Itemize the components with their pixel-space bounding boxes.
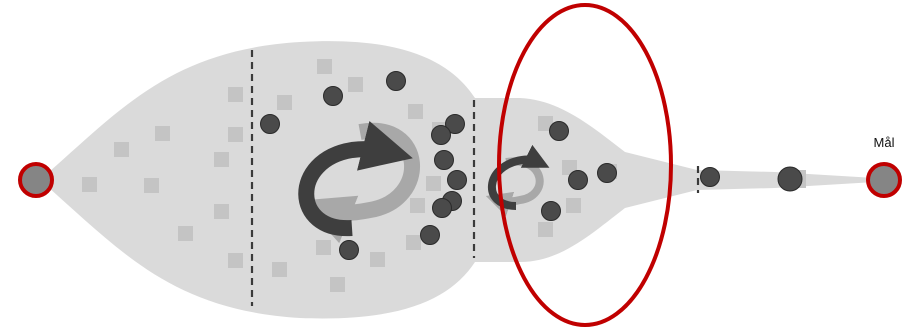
dot — [569, 171, 588, 190]
dot — [432, 126, 451, 145]
start-point — [20, 164, 52, 196]
dot — [324, 87, 343, 106]
dot — [421, 226, 440, 245]
dot — [550, 122, 569, 141]
goal-label: Mål — [866, 136, 902, 149]
dot — [778, 167, 802, 191]
dot — [542, 202, 561, 221]
dot — [261, 115, 280, 134]
dot — [340, 241, 359, 260]
dot — [435, 151, 454, 170]
dot — [433, 199, 452, 218]
dot — [598, 164, 617, 183]
dot — [387, 72, 406, 91]
dot — [448, 171, 467, 190]
goal-point — [868, 164, 900, 196]
dot — [701, 168, 720, 187]
